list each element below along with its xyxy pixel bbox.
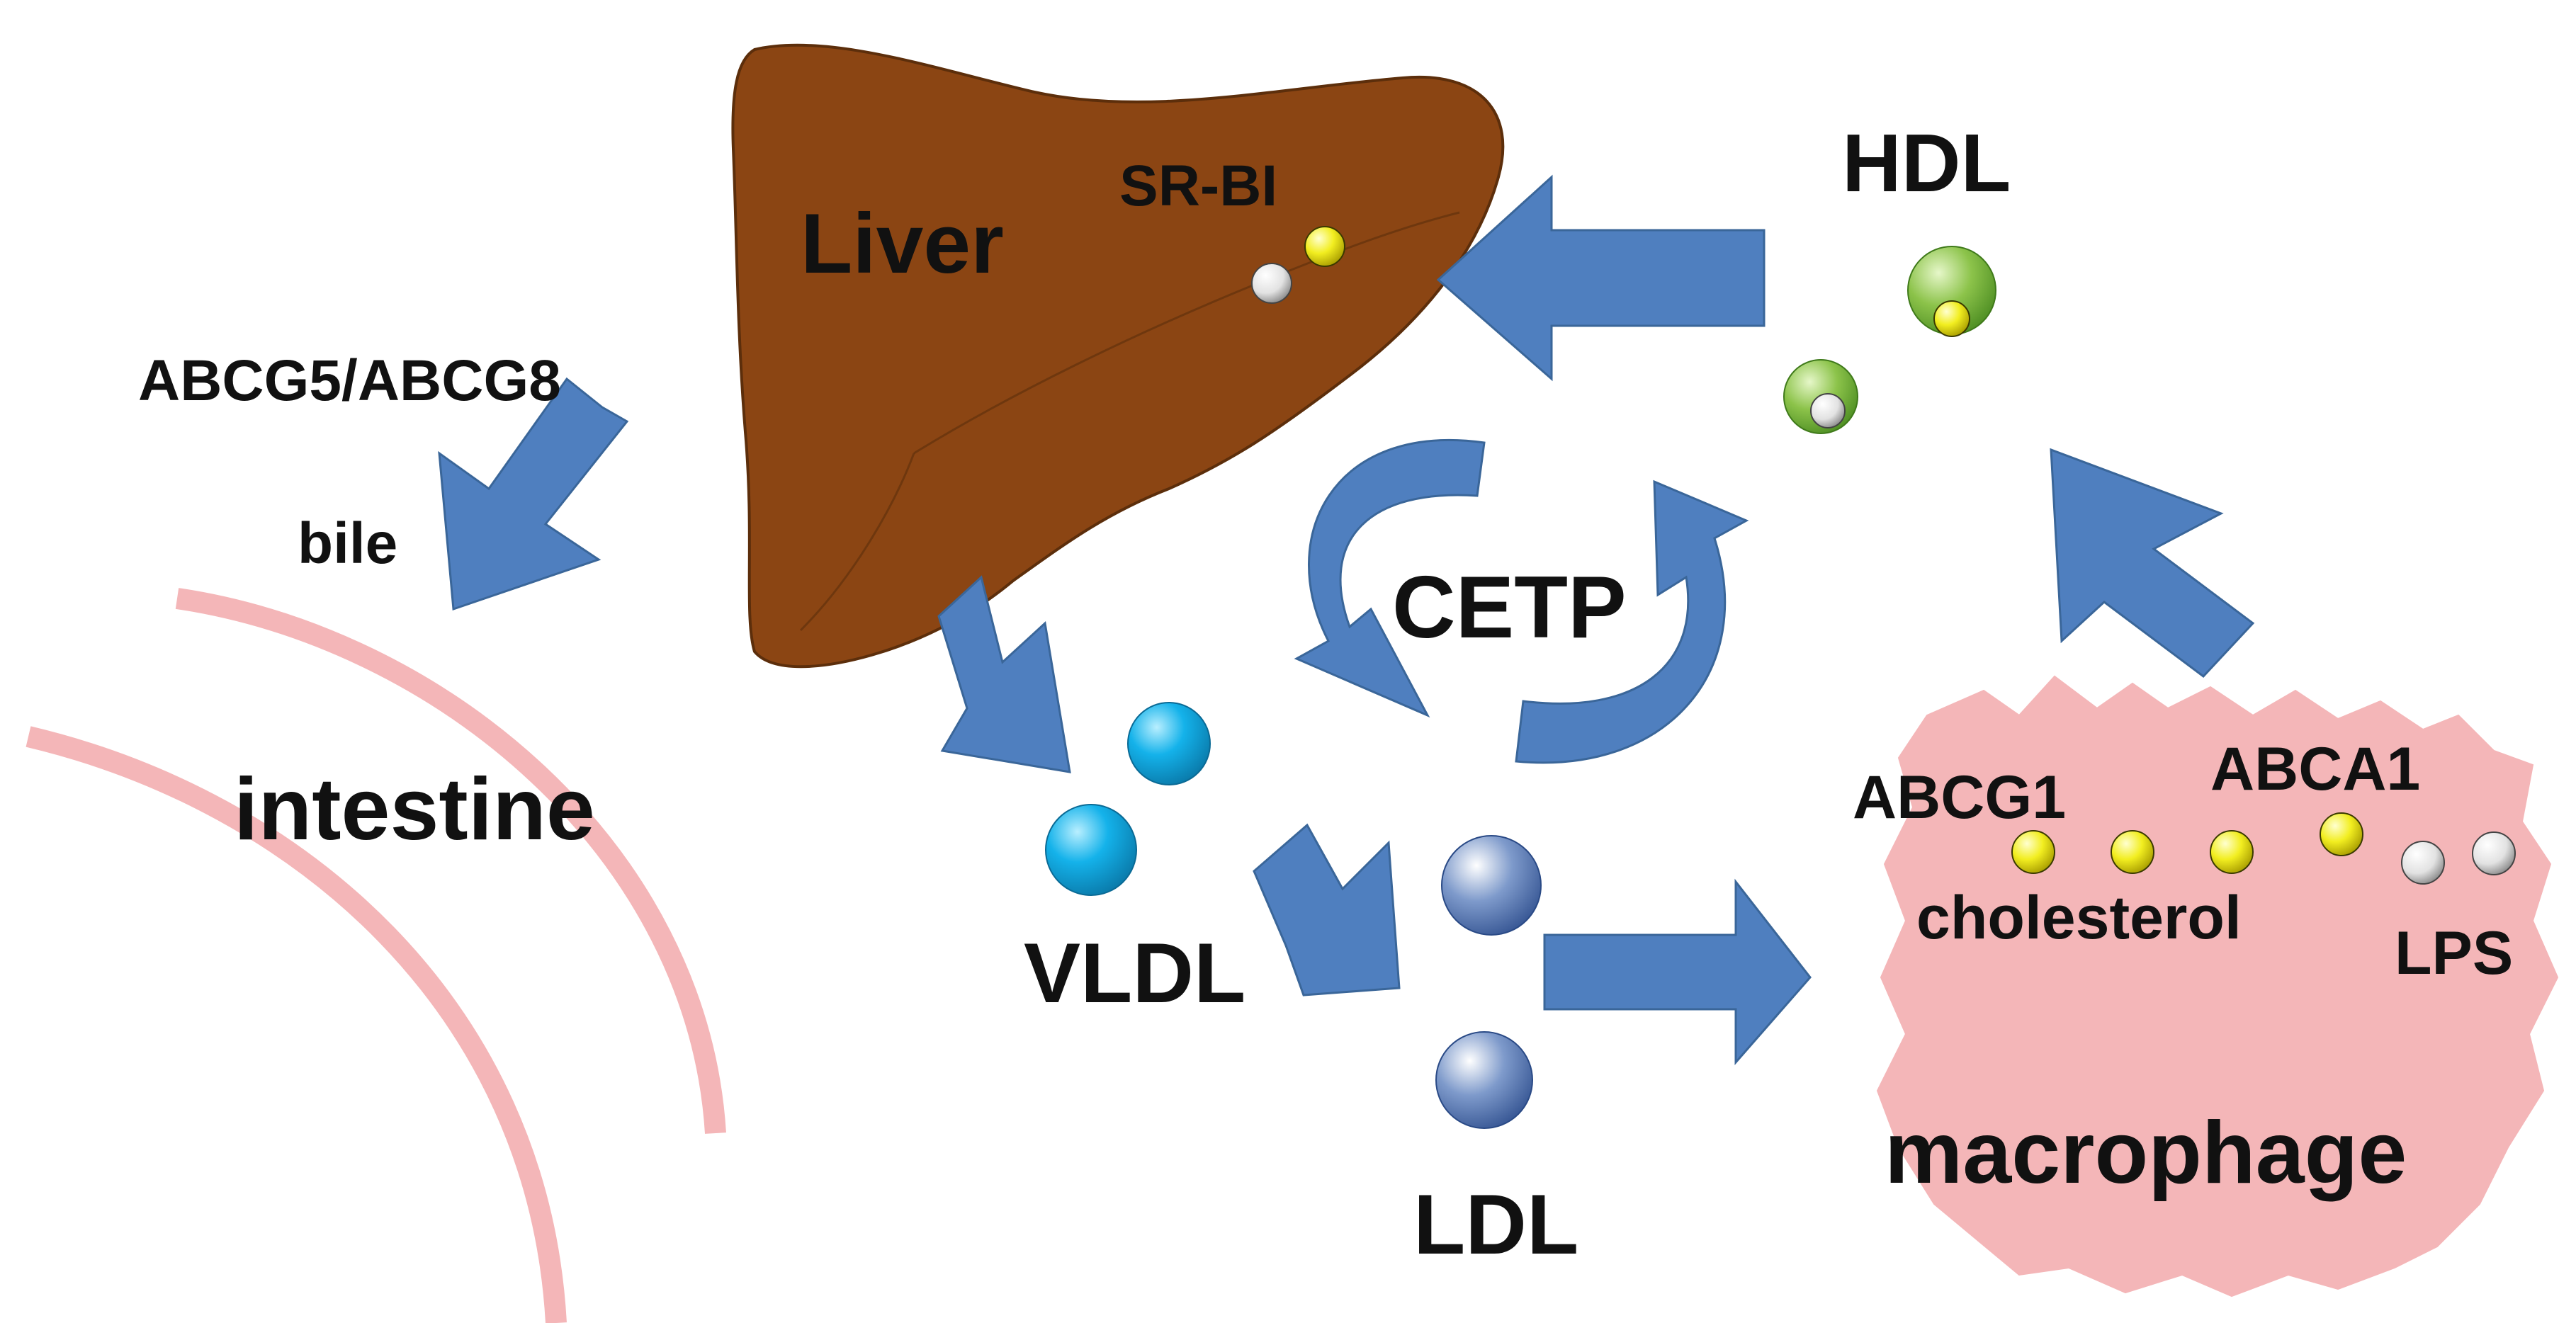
abcg-to-bile-arrow <box>438 377 629 611</box>
liver-shape <box>731 43 1505 669</box>
ldl-particle <box>1435 1031 1533 1129</box>
liver-lobe-line <box>913 211 1460 455</box>
arrows <box>438 174 2255 1065</box>
lps-label: LPS <box>2395 919 2513 987</box>
sr-bi-cholesterol-dot <box>1304 226 1345 267</box>
ldl-particle <box>1441 835 1542 936</box>
hdl-particles <box>1783 246 1996 434</box>
macrophage-cell <box>1876 675 2559 1298</box>
abcg5-abcg8-label: ABCG5/ABCG8 <box>138 348 561 413</box>
cholesterol-dot <box>2011 830 2055 874</box>
cholesterol-dot <box>2210 830 2254 874</box>
ldl-to-macrophage-arrow <box>1543 878 1812 1065</box>
liver-organ <box>731 43 1505 669</box>
macrophage-dots <box>2011 812 2516 885</box>
macrophage-label: macrophage <box>1885 1104 2407 1202</box>
abca1-label: ABCA1 <box>2210 735 2420 803</box>
lps-dot <box>2401 841 2445 885</box>
vldl-to-ldl-arrow <box>1253 823 1401 996</box>
intestine-wall <box>26 588 726 1323</box>
abcg1-label: ABCG1 <box>1853 763 2066 831</box>
intestine-inner-arc <box>175 588 726 1134</box>
macrophage-to-hdl-arrow <box>2050 448 2255 678</box>
hdl-cholesterol-dot <box>1933 300 1970 337</box>
liver-to-vldl-arrow <box>937 575 1071 773</box>
cholesterol-dot <box>2111 830 2154 874</box>
cholesterol-dot <box>2320 812 2363 856</box>
bile-label: bile <box>298 511 397 576</box>
vldl-particles <box>1045 702 1211 896</box>
cetp-cycle <box>1294 438 1749 764</box>
sr-bi-label: SR-BI <box>1119 154 1277 218</box>
ldl-particles <box>1435 835 1542 1129</box>
intestine-outer-arc <box>26 726 567 1323</box>
liver-label: Liver <box>801 196 1004 291</box>
cholesterol-label: cholesterol <box>1916 884 2242 952</box>
ldl-label: LDL <box>1413 1177 1578 1272</box>
vldl-particle <box>1045 804 1137 896</box>
liver-lobe-line-lower <box>799 453 915 632</box>
hdl-label: HDL <box>1842 117 2011 209</box>
cetp-left-curved-arrow <box>1294 438 1486 718</box>
sr-bi-lps-dot <box>1251 263 1292 304</box>
hdl-to-liver-arrow <box>1436 174 1766 382</box>
hdl-lps-dot <box>1810 393 1846 428</box>
vldl-label: VLDL <box>1024 926 1245 1021</box>
cetp-label: CETP <box>1392 559 1627 657</box>
vldl-particle <box>1127 702 1211 785</box>
lps-dot <box>2472 831 2516 875</box>
cetp-right-curved-arrow <box>1515 479 1749 764</box>
intestine-label: intestine <box>234 761 595 858</box>
